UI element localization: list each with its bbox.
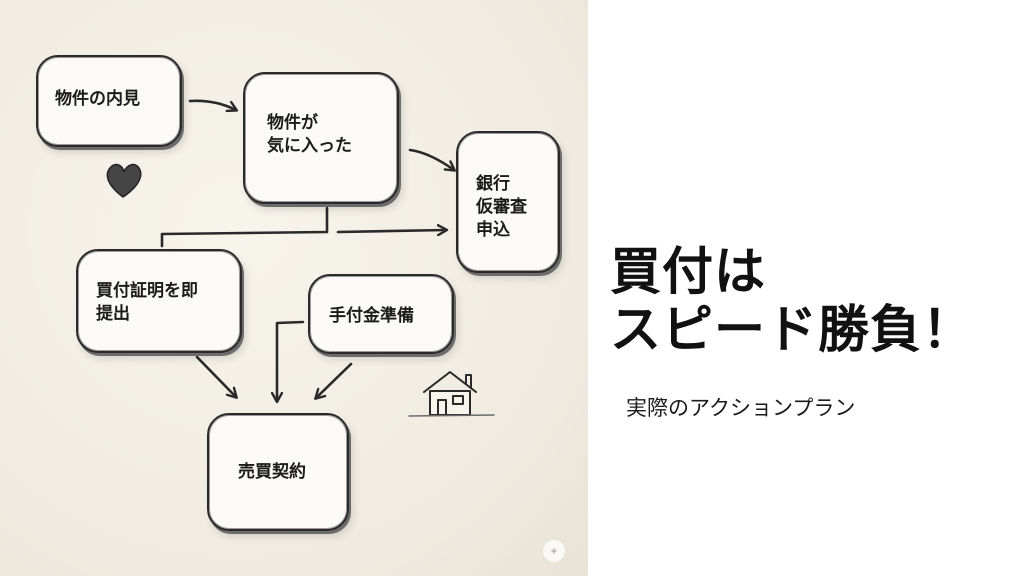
node-sales-contract: 売買契約 <box>207 413 349 531</box>
slide-title: 買付は スピード勝負！ <box>610 243 975 360</box>
arrow-liked-to-bank <box>408 148 454 170</box>
node-bank-pre-review: 銀行 仮審査 申込 <box>456 131 560 273</box>
node-property-liked: 物件が 気に入った <box>243 72 399 204</box>
arrow-to-bank <box>336 230 446 232</box>
arrow-deposit-to-contract-2 <box>316 362 353 398</box>
node-offer-letter: 買付証明を即 提出 <box>76 249 242 353</box>
diagram-panel: 物件の内見 物件が 気に入った 銀行 仮審査 申込 買付証明を即 提出 手付金準… <box>0 0 588 576</box>
arrow-viewing-to-liked <box>188 99 236 110</box>
arrow-offer-to-contract <box>195 355 236 397</box>
flow-arrows <box>106 99 495 417</box>
slide-subtitle: 実際のアクションプラン <box>626 396 856 420</box>
gemini-sparkle-icon: ✦ <box>543 540 565 562</box>
connector-liked-to-offer <box>160 206 329 248</box>
heart-icon <box>106 163 142 198</box>
node-deposit-preparation: 手付金準備 <box>308 274 454 354</box>
arrow-deposit-to-contract <box>277 320 305 401</box>
node-property-viewing: 物件の内見 <box>36 55 182 147</box>
house-icon <box>408 371 495 417</box>
